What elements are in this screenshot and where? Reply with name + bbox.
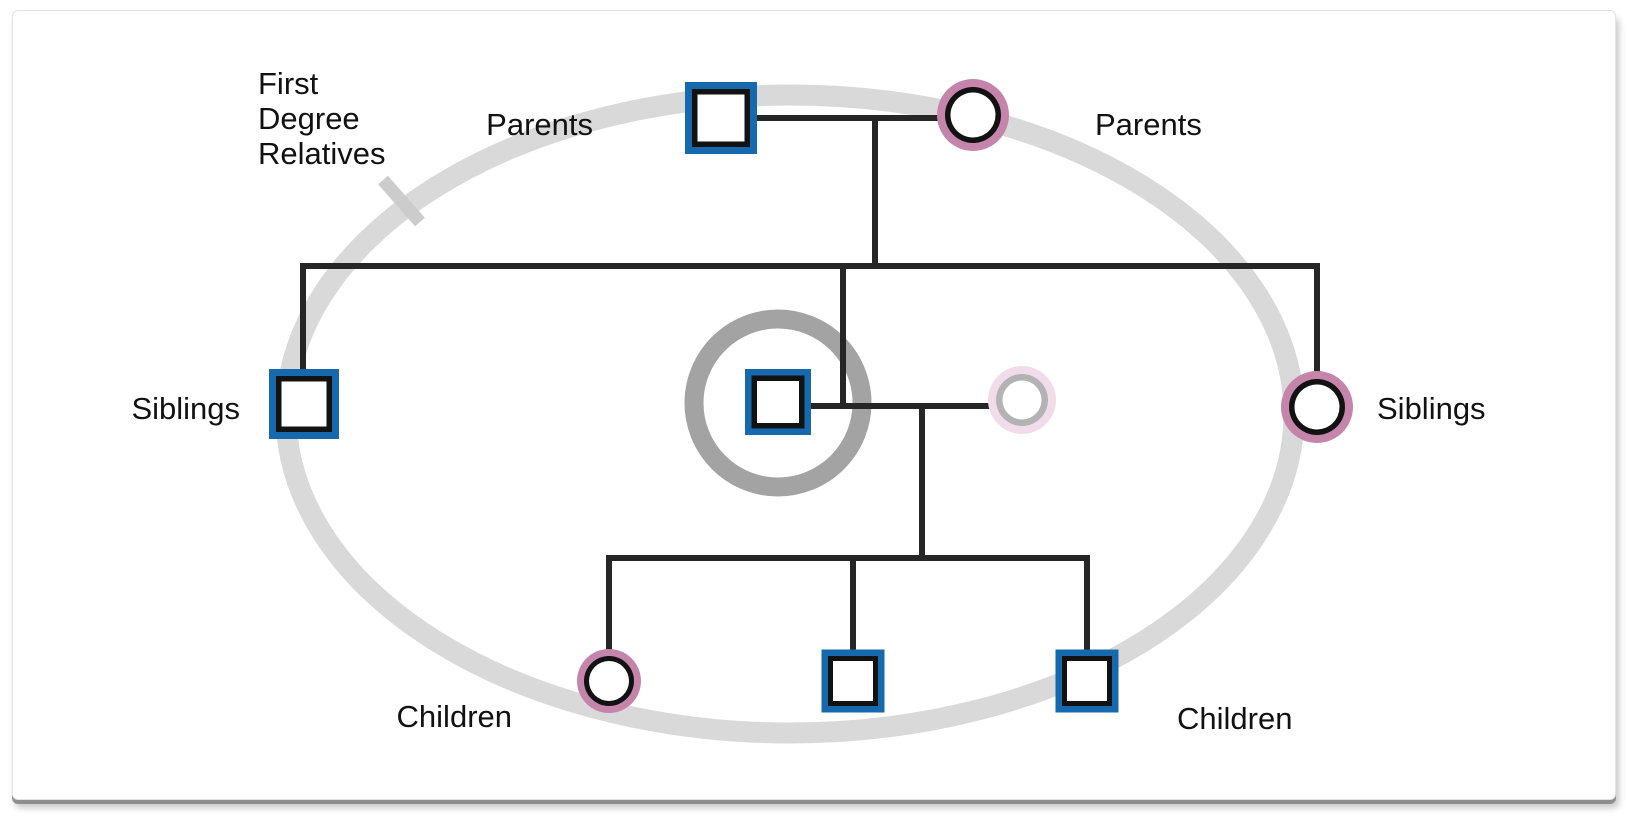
spouse-fill bbox=[1002, 380, 1042, 420]
first-degree-relatives-label: First Degree Relatives bbox=[258, 66, 386, 171]
parents-label-right: Parents bbox=[1095, 107, 1202, 142]
proband-symbol bbox=[745, 369, 811, 435]
brother-symbol bbox=[269, 369, 339, 439]
parents-label-left: Parents bbox=[486, 107, 593, 142]
son2-fill bbox=[1067, 661, 1107, 701]
children-label-right: Children bbox=[1177, 701, 1293, 736]
mother-fill bbox=[950, 92, 996, 138]
daughter-symbol bbox=[577, 649, 641, 713]
first-degree-label-line1: First bbox=[258, 66, 319, 101]
son1-fill bbox=[833, 661, 873, 701]
sister-symbol bbox=[1281, 371, 1353, 443]
spouse-symbol bbox=[988, 366, 1056, 434]
sister-fill bbox=[1294, 384, 1340, 430]
mother-symbol bbox=[937, 79, 1009, 151]
siblings-label-right: Siblings bbox=[1377, 391, 1486, 426]
brother-fill bbox=[281, 381, 327, 427]
son1-symbol bbox=[821, 649, 885, 713]
label-pointer-tick-icon bbox=[378, 175, 425, 227]
father-fill bbox=[697, 94, 745, 142]
siblings-label-left: Siblings bbox=[131, 391, 240, 426]
daughter-fill bbox=[589, 661, 629, 701]
son2-symbol bbox=[1055, 649, 1119, 713]
first-degree-label-line3: Relatives bbox=[258, 136, 386, 171]
first-degree-label-line2: Degree bbox=[258, 101, 360, 136]
children-label-left: Children bbox=[396, 699, 512, 734]
relationship-lines bbox=[300, 115, 1320, 653]
proband-fill bbox=[757, 381, 799, 423]
father-symbol bbox=[685, 82, 757, 154]
